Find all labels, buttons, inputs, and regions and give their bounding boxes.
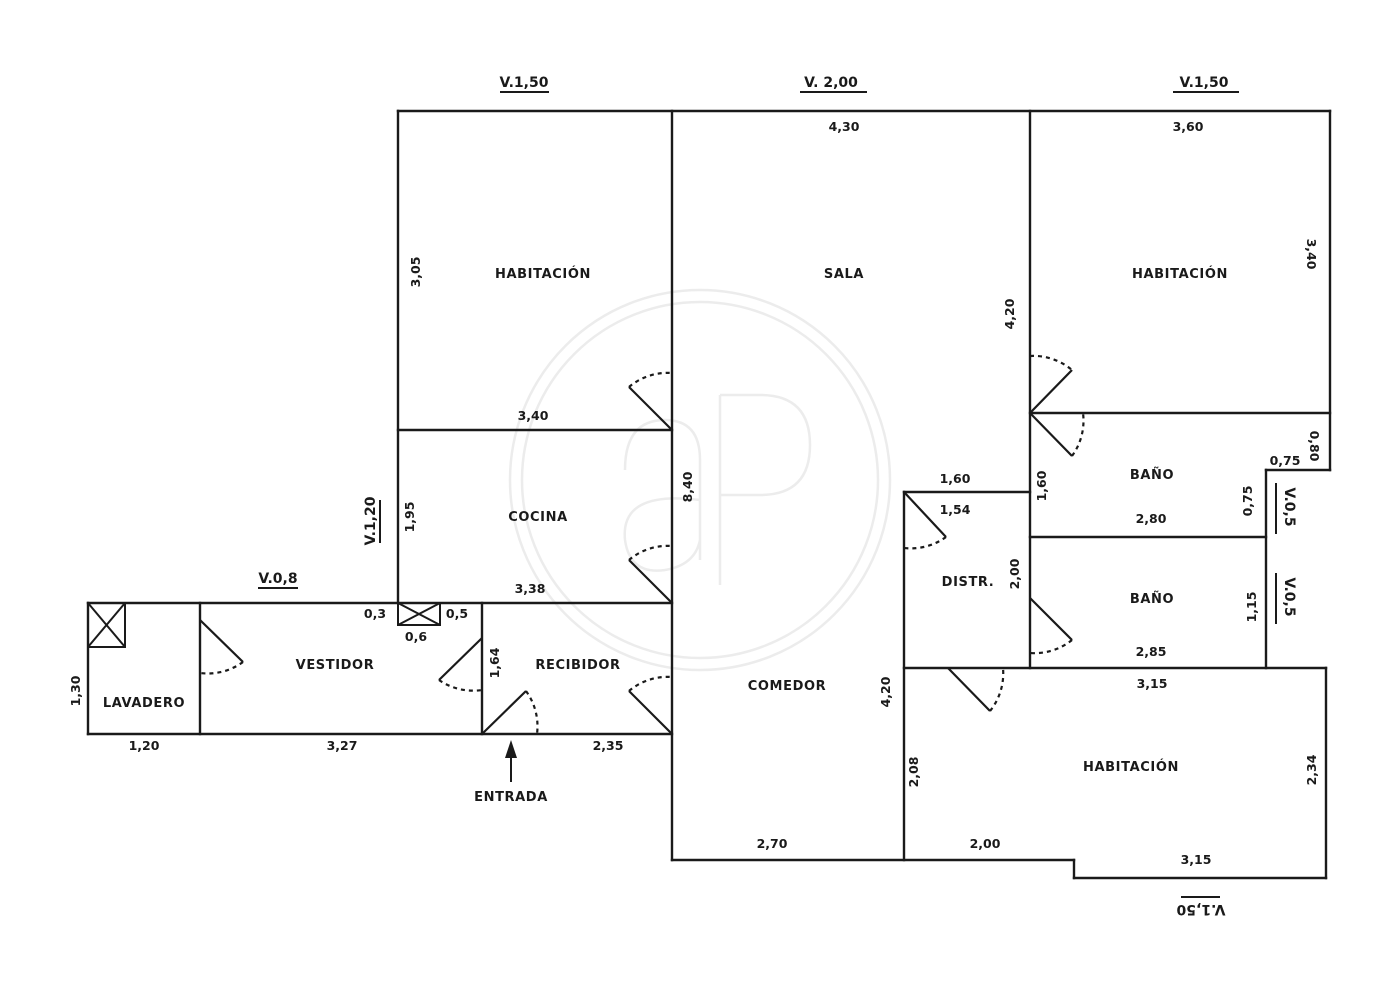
dim-sala-height: 4,20 <box>1002 298 1017 329</box>
door-hab1 <box>628 371 673 431</box>
door-bano1 <box>1029 412 1085 457</box>
dim-shaft-left: 0,3 <box>364 606 386 621</box>
door-cocina <box>628 544 673 604</box>
window-label-vestidor: V.0,8 <box>258 571 297 587</box>
door-hab3 <box>947 667 1005 712</box>
watermark-logo <box>508 288 892 672</box>
room-label-distr: DISTR. <box>942 575 995 590</box>
dim-recibidor-height: 1,64 <box>487 647 502 678</box>
dim-bano1-height: 1,60 <box>1034 470 1049 501</box>
dim-comedor-height: 4,20 <box>878 676 893 707</box>
ventilation-shaft-lavadero <box>87 602 126 648</box>
room-label-bano-2: BAÑO <box>1130 591 1174 607</box>
dim-bano1-width: 2,80 <box>1136 511 1167 526</box>
room-label-sala: SALA <box>824 267 864 282</box>
room-label-habitacion-3: HABITACIÓN <box>1083 759 1179 775</box>
window-label-bano-2: V.0,5 <box>1281 577 1297 616</box>
dim-distr-inner: 1,54 <box>940 502 971 517</box>
room-label-habitacion-1: HABITACIÓN <box>495 266 591 282</box>
door-vestidor-right <box>438 637 483 692</box>
dim-distr-height: 2,00 <box>1007 558 1022 589</box>
dim-sala-width: 4,30 <box>829 119 860 134</box>
window-label-hab2: V.1,50 <box>1180 75 1229 91</box>
dim-comedor-width: 2,70 <box>757 836 788 851</box>
dim-bano2-height: 1,15 <box>1244 592 1259 623</box>
window-label-sala: V. 2,00 <box>804 75 858 91</box>
room-label-cocina: COCINA <box>508 510 568 525</box>
dim-hab3-bottom-left: 2,00 <box>970 836 1001 851</box>
ventilation-shaft-vestidor <box>397 602 441 626</box>
dim-hab2-width: 3,60 <box>1173 119 1204 134</box>
dim-lavadero-height: 1,30 <box>68 675 83 706</box>
dim-cocina-height: 1,95 <box>402 502 417 533</box>
dim-shaft-bottom: 0,6 <box>405 629 427 644</box>
dim-hab2-notch: 0,80 <box>1307 431 1322 462</box>
dim-lavadero-width: 1,20 <box>129 738 160 753</box>
door-comedor <box>628 675 673 735</box>
door-hab2 <box>1029 354 1073 414</box>
dim-hab1-height: 3,05 <box>408 257 423 288</box>
room-label-habitacion-2: HABITACIÓN <box>1132 266 1228 282</box>
dim-vestidor-width: 3,27 <box>327 738 358 753</box>
door-vestidor-left <box>199 619 244 675</box>
room-label-comedor: COMEDOR <box>748 679 826 694</box>
dim-hab2-height: 3,40 <box>1304 239 1319 270</box>
door-entrance <box>481 690 539 735</box>
window-label-hab1: V.1,50 <box>500 75 549 91</box>
room-label-bano-1: BAÑO <box>1130 467 1174 483</box>
dim-recibidor-width: 2,35 <box>593 738 624 753</box>
walls <box>86 109 1332 880</box>
dim-hab3-top: 3,15 <box>1137 676 1168 691</box>
window-label-hab3: V.1,50 <box>1176 901 1225 917</box>
dim-hab1-width: 3,40 <box>518 408 549 423</box>
dim-hab3-right: 2,34 <box>1304 754 1319 785</box>
entrance-arrow-icon <box>505 740 517 782</box>
dim-cocina-width: 3,38 <box>515 581 546 596</box>
door-bano2 <box>1029 597 1073 655</box>
dim-hab3-left: 2,08 <box>906 757 921 788</box>
dim-distr-top: 1,60 <box>940 471 971 486</box>
room-label-recibidor: RECIBIDOR <box>535 658 620 673</box>
room-label-lavadero: LAVADERO <box>103 696 185 711</box>
dim-bano1-notch-width: 0,75 <box>1270 453 1301 468</box>
dim-bano1-notch-height: 0,75 <box>1240 486 1255 517</box>
dim-hab3-bottom-right: 3,15 <box>1181 852 1212 867</box>
dim-party-wall: 8,40 <box>680 471 695 502</box>
window-label-bano-1: V.0,5 <box>1281 487 1297 526</box>
window-label-cocina: V.1,20 <box>363 496 379 545</box>
door-distr <box>903 491 947 550</box>
entrance-label: ENTRADA <box>474 790 548 805</box>
dim-bano2-width: 2,85 <box>1136 644 1167 659</box>
room-label-vestidor: VESTIDOR <box>296 658 375 673</box>
dim-shaft-right: 0,5 <box>446 606 468 621</box>
